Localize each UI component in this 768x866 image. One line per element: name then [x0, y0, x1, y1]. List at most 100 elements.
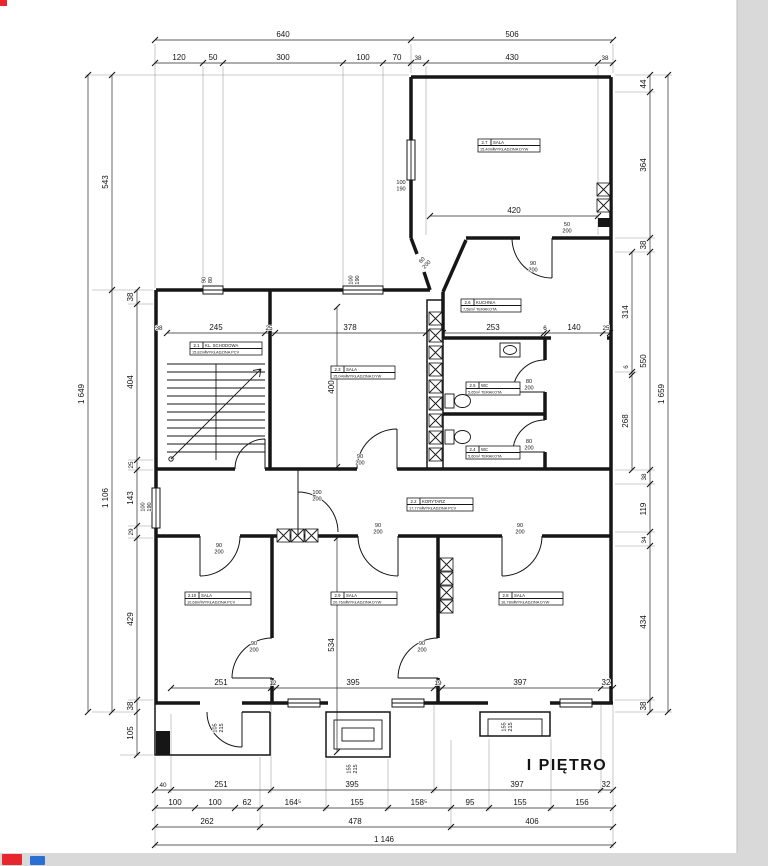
dim-label: 1 649	[77, 383, 86, 404]
dimension-labels: 640 506 120 50 300 100 70 38 430 38 1 64…	[76, 29, 667, 845]
opening-label: 90 80	[201, 276, 215, 284]
door-arcs	[199, 237, 553, 748]
dim-label: 156	[575, 798, 589, 807]
svg-text:155: 155	[346, 764, 352, 773]
svg-text:80: 80	[526, 379, 532, 385]
opening-label: 90 200	[214, 542, 225, 556]
dim-label: 6	[543, 325, 547, 332]
room-label-2-1: 2.1 KL. SCHODOWA 15,82m² WYKŁADZINA PCV	[189, 341, 263, 356]
dim-label: 38	[641, 473, 648, 481]
dim-label: 38	[126, 701, 135, 710]
svg-text:90: 90	[419, 641, 425, 647]
svg-text:90: 90	[251, 641, 257, 647]
dim-label: 50	[209, 53, 218, 62]
dim-label: 25	[265, 325, 273, 332]
room-id: 2.4	[470, 447, 477, 452]
dimension-lines	[87, 39, 669, 846]
room-id: 2.8	[503, 593, 510, 598]
svg-text:200: 200	[515, 530, 524, 536]
dim-label: 44	[639, 79, 648, 88]
dim-label: 378	[343, 323, 357, 332]
dim-label: 543	[101, 175, 110, 189]
room-name: KUCHNIA	[476, 300, 495, 305]
opening-label: 105 215	[212, 723, 226, 734]
room-label-2-10: 2.10 SALA 10,68m² WYKŁADZINA PCV	[184, 591, 252, 606]
dim-label: 397	[513, 678, 527, 687]
room-labels: 2.7 SALA 15,40m² WYKŁADZINA DYW 2.6 KUCH…	[184, 138, 564, 606]
room-floor: TERAKOTA	[481, 389, 502, 394]
dim-label: 120	[172, 53, 186, 62]
svg-text:200: 200	[524, 386, 533, 392]
room-name: SALA	[346, 593, 357, 598]
room-area: 15,04m²	[333, 373, 348, 378]
room-label-2-9: 2.9 SALA 20,76m² WYKŁADZINA DYW	[330, 591, 398, 606]
opening-label: 100 190	[396, 179, 407, 193]
opening-label: 90 200	[249, 640, 260, 654]
room-floor: WYKŁADZINA DYW	[514, 599, 550, 604]
toilet-icon	[444, 429, 471, 445]
room-id: 2.10	[188, 593, 197, 598]
dim-label: 395	[346, 678, 360, 687]
dim-label: 143	[126, 491, 135, 505]
dim-label: 429	[126, 612, 135, 626]
room-name: SALA	[346, 367, 357, 372]
room-floor: WYKŁADZINA PCV	[422, 505, 457, 510]
dim-label: 32	[602, 678, 611, 687]
dim-label: 550	[639, 354, 648, 368]
opening-label: 90 200	[515, 522, 526, 536]
dim-label: 253	[486, 323, 500, 332]
room-label-2-2: 2.2 KORYTARZ 17,77m² WYKŁADZINA PCV	[406, 497, 474, 512]
dim-label: 534	[327, 638, 336, 652]
opening-label: 155 215	[501, 722, 515, 733]
opening-label: 90 200	[528, 260, 539, 274]
opening-label: 60 200	[417, 256, 433, 272]
porches	[154, 703, 551, 758]
page-edge-bottom	[0, 853, 768, 866]
dim-label: 105	[126, 726, 135, 740]
room-id: 2.7	[482, 140, 489, 145]
dim-label: 119	[639, 502, 648, 515]
room-label-2-7: 2.7 SALA 15,40m² WYKŁADZINA DYW	[477, 138, 541, 153]
dim-label: 1 659	[657, 383, 666, 404]
room-name: SALA	[514, 593, 525, 598]
svg-text:215: 215	[219, 723, 225, 732]
stair-start-marker	[168, 456, 174, 462]
svg-text:215: 215	[353, 764, 359, 773]
room-id: 2.6	[465, 300, 472, 305]
dim-label: 12	[269, 680, 277, 687]
opening-label: 80 200	[524, 438, 535, 452]
taskbar-icon-red[interactable]	[2, 854, 22, 865]
dim-label: 34	[641, 536, 648, 544]
svg-text:200: 200	[524, 446, 533, 452]
dim-label: 38	[126, 292, 135, 301]
room-id: 2.3	[335, 367, 342, 372]
room-area: 15,40m²	[480, 146, 495, 151]
svg-text:200: 200	[249, 648, 258, 654]
room-name: WC	[481, 383, 488, 388]
room-floor: WYKŁADZINA DYW	[346, 599, 382, 604]
dim-label: 25	[128, 461, 135, 469]
svg-text:105: 105	[212, 723, 218, 732]
dim-label: 38	[639, 240, 648, 249]
svg-text:60: 60	[418, 256, 427, 265]
dim-label: 400	[327, 380, 336, 394]
room-label-2-6: 2.6 KUCHNIA 7,58m² TERAKOTA	[460, 298, 522, 313]
dim-label: 1 106	[101, 487, 110, 508]
room-id: 2.2	[411, 499, 418, 504]
room-area: 5,65m²	[468, 389, 481, 394]
svg-text:90: 90	[357, 454, 363, 460]
opening-label: 80 200	[524, 378, 535, 392]
dim-label: 100	[208, 798, 222, 807]
dim-label: 300	[276, 53, 290, 62]
corner-marker-icon	[0, 0, 7, 6]
dim-label: 245	[209, 323, 223, 332]
svg-text:100: 100	[140, 502, 146, 511]
svg-text:200: 200	[312, 497, 321, 503]
room-floor: WYKŁADZINA DYW	[346, 373, 382, 378]
dim-label: 158⁵	[411, 798, 428, 807]
dim-label: 38	[155, 325, 163, 332]
room-area: 5,60m²	[468, 453, 481, 458]
taskbar-icon-blue[interactable]	[30, 856, 45, 865]
porch-pillar	[156, 731, 170, 755]
